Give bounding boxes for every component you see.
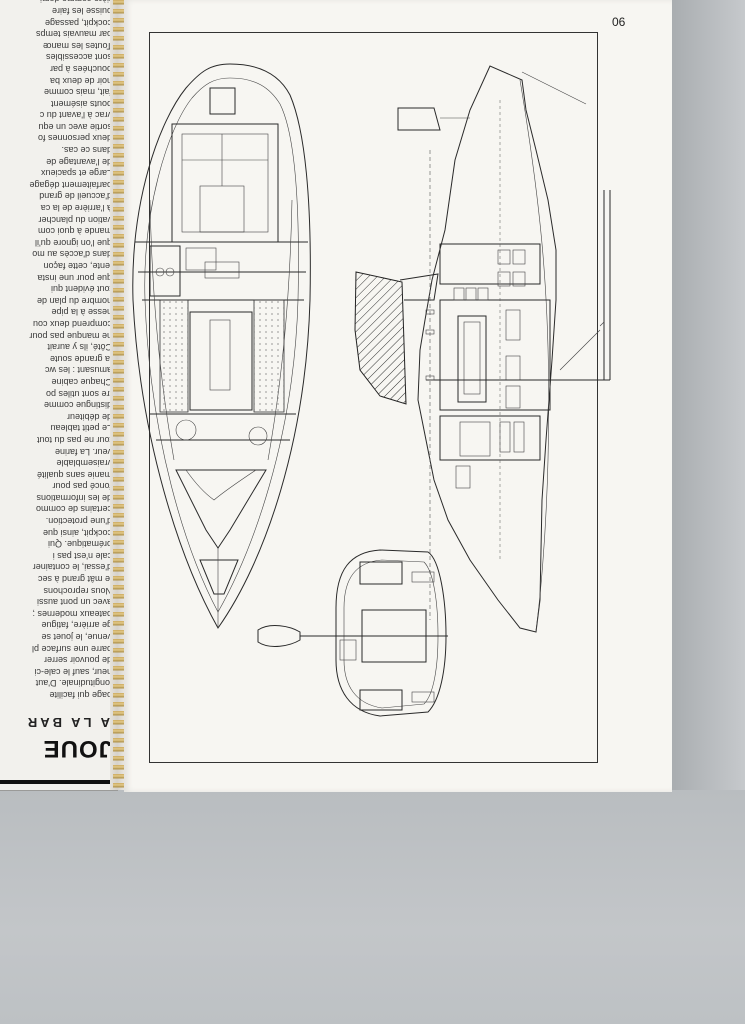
hull-profile-drawing: [354, 65, 611, 633]
drawing-frame: [149, 32, 598, 763]
scanner-background: [0, 790, 745, 1024]
spiral-binding: [113, 0, 125, 790]
page-number: 06: [612, 15, 626, 29]
scanner-edge: [672, 0, 745, 790]
midship-section-drawing: [257, 549, 448, 717]
deck-plan-drawing: [132, 63, 311, 629]
